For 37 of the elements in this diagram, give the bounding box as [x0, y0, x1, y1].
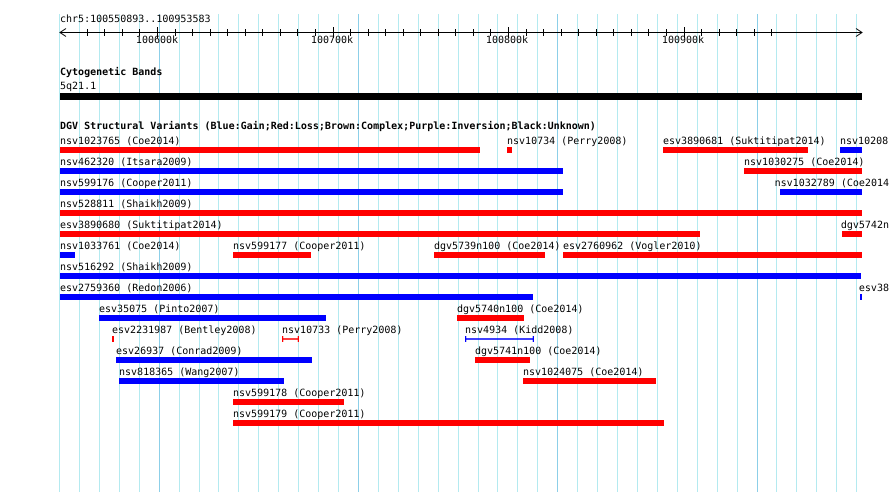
variant-label: nsv1024075 (Coe2014) [523, 367, 644, 378]
variant-label: dgv5739n100 (Coe2014) [434, 241, 560, 252]
variant-label: esv2231987 (Bentley2008) [112, 325, 256, 336]
variant-label: esv3890681 (Suktitipat2014) [663, 136, 826, 147]
tick-label: 100700k [310, 35, 354, 47]
variant-label: nsv599179 (Cooper2011) [233, 409, 366, 420]
variant-label: dgv5742n [840, 220, 889, 231]
variant-label: esv3890680 (Suktitipat2014) [60, 220, 223, 231]
variant-label: nsv10734 (Perry2008) [507, 136, 628, 147]
tick-label: 100600k [136, 35, 178, 47]
variant-label: nsv1032789 (Coe2014 [774, 178, 889, 189]
track-title: Cytogenetic Bands [60, 67, 162, 79]
variant-label: nsv599176 (Cooper2011) [60, 178, 192, 189]
locus-text: chr5:100550893..100953583 [60, 14, 211, 26]
variant-label: nsv599178 (Cooper2011) [233, 388, 366, 399]
variant-label: nsv599177 (Cooper2011) [233, 241, 366, 252]
variant-label: nsv1030275 (Coe2014) [744, 157, 864, 168]
variant-label: esv35075 (Pinto2007) [99, 304, 220, 315]
variant-label: nsv10733 (Perry2008) [282, 325, 402, 336]
variant-label: nsv528811 (Shaikh2009) [60, 199, 192, 210]
variant-label: nsv1033761 (Coe2014) [60, 241, 180, 252]
variant-label: nsv818365 (Wang2007) [119, 367, 240, 378]
variant-label: nsv4934 (Kidd2008) [465, 325, 574, 336]
tick-label: 100800k [486, 35, 528, 47]
variant-label: nsv462320 (Itsara2009) [60, 157, 192, 168]
variant-label: dgv5740n100 (Coe2014) [457, 304, 584, 315]
band-label: 5q21.1 [60, 81, 96, 92]
variant-label: nsv1023765 (Coe2014) [60, 136, 180, 147]
variant-label: nsv10208 [840, 136, 888, 147]
variant-label: dgv5741n100 (Coe2014) [475, 346, 602, 357]
variant-label: esv38 [858, 283, 889, 294]
tick-label: 100900k [662, 35, 704, 47]
variant-label: esv2759360 (Redon2006) [60, 283, 192, 294]
track-title: DGV Structural Variants (Blue:Gain;Red:Loss;Brown:Complex;Purple:Inversion;Black:Unknown) [60, 121, 596, 133]
variant-label: nsv516292 (Shaikh2009) [60, 262, 192, 273]
variant-label: esv2760962 (Vogler2010) [563, 241, 702, 252]
variant-label: esv26937 (Conrad2009) [116, 346, 242, 357]
